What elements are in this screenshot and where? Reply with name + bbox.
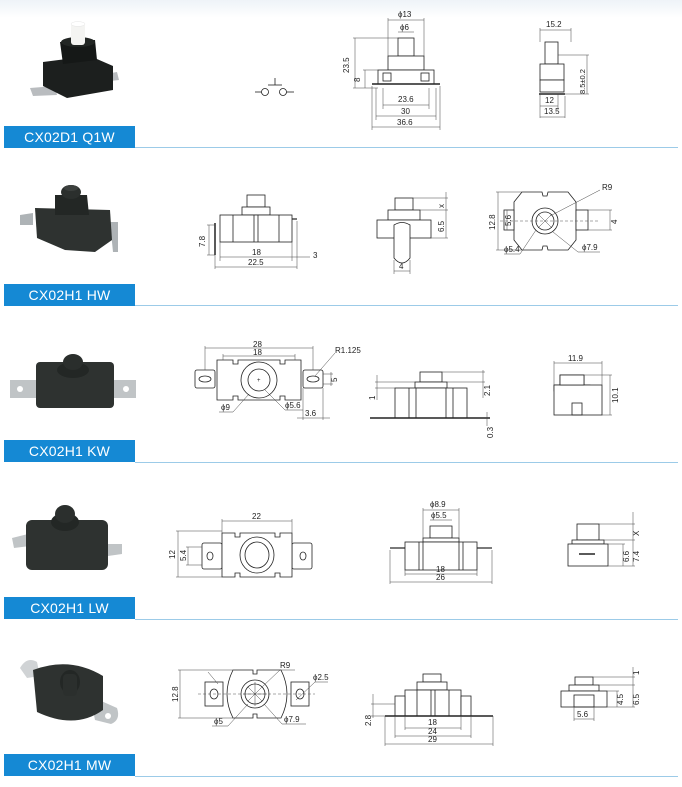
dim-12-8: 12.8 — [171, 686, 180, 702]
section-divider — [135, 776, 678, 777]
dim-1: 1 — [632, 670, 641, 675]
dim-r9: R9 — [602, 183, 613, 192]
dim-12: 12 — [545, 96, 554, 105]
normally-open-switch-symbol-icon — [255, 78, 294, 96]
dim-5: 5 — [330, 377, 339, 382]
front-view-drawing: 2.8 18 24 29 — [364, 673, 494, 746]
dim-22-5: 22.5 — [248, 258, 264, 267]
section-divider — [135, 462, 678, 463]
dim-2-1: 2.1 — [483, 384, 492, 396]
dim-phi7-9: ϕ7.9 — [284, 715, 300, 724]
dim-4: 4 — [610, 219, 619, 224]
section-divider — [135, 305, 678, 306]
dim-23-5: 23.5 — [342, 57, 351, 73]
dim-6-6: 6.6 — [622, 550, 631, 562]
dim-2-8: 2.8 — [364, 714, 373, 726]
dim-phi2-5: ϕ2.5 — [313, 673, 329, 682]
product-section-cx02h1-lw: 22 12 5.4 ϕ8.9 ϕ5.5 18 26 X — [0, 470, 682, 628]
dim-10-1: 10.1 — [611, 387, 620, 403]
dim-12-8: 12.8 — [488, 214, 497, 230]
side-view-drawing: 15.2 8.5±0.2 12 13.5 — [539, 20, 589, 118]
model-label: CX02H1 HW — [4, 284, 135, 306]
dim-4-5: 4.5 — [616, 693, 625, 705]
dim-1: 1 — [368, 395, 377, 400]
dim-7-8: 7.8 — [198, 235, 207, 247]
dim-15-2: 15.2 — [546, 20, 562, 29]
dim-8: 8 — [353, 77, 362, 82]
dim-4: 4 — [399, 262, 404, 271]
push-switch-photo-tabs-icon — [12, 505, 122, 570]
push-switch-photo-white-plunger-icon — [30, 21, 119, 98]
dim-18: 18 — [253, 348, 262, 357]
dim-8-5: 8.5±0.2 — [578, 69, 587, 94]
dim-phi9: ϕ9 — [221, 403, 230, 412]
product-section-cx02h1-kw: + 28 18 R1.125 5 ϕ9 ϕ5.6 3.6 1 2.1 0.3 — [0, 310, 682, 470]
top-view-drawing: + 28 18 R1.125 5 ϕ9 ϕ5.6 3.6 — [194, 340, 361, 420]
product-section-cx02d1-q1w: ϕ13 ϕ6 23.5 8 23.6 30 36.6 15.2 8.5±0.2 … — [0, 0, 682, 155]
dim-18: 18 — [252, 248, 261, 257]
push-switch-photo-black-icon — [20, 185, 118, 252]
dim-22: 22 — [252, 512, 261, 521]
dim-0-3: 0.3 — [486, 426, 495, 438]
dim-5-6: 5.6 — [504, 214, 513, 226]
product-section-cx02h1-hw: 7.8 18 3 22.5 x 6.5 4 12.8 5.6 — [0, 160, 682, 310]
dim-3: 3 — [313, 251, 318, 260]
dim-phi7-9: ϕ7.9 — [582, 243, 598, 252]
product-section-cx02h1-mw: 12.8 R9 ϕ2.5 ϕ5 ϕ7.9 2.8 18 24 29 — [0, 630, 682, 787]
top-view-drawing: 12.8 R9 ϕ2.5 ϕ5 ϕ7.9 — [171, 661, 329, 727]
dim-x: x — [437, 204, 446, 208]
dim-phi8-9: ϕ8.9 — [430, 500, 446, 509]
push-switch-photo-tabs-icon — [10, 354, 136, 408]
dim-phi5-5: ϕ5.5 — [431, 511, 447, 520]
dim-24: 24 — [428, 727, 437, 736]
section-divider — [135, 619, 678, 620]
top-view-drawing: 22 12 5.4 — [168, 512, 313, 578]
dim-phi13: ϕ13 — [398, 10, 412, 19]
push-switch-photo-round-tabs-icon — [20, 660, 119, 724]
front-view-drawing: ϕ8.9 ϕ5.5 18 26 — [389, 500, 493, 584]
dim-13-5: 13.5 — [544, 107, 560, 116]
dim-30: 30 — [401, 107, 410, 116]
dim-12: 12 — [168, 550, 177, 559]
dim-phi5-4: ϕ5.4 — [504, 245, 520, 254]
top-fade — [0, 0, 682, 18]
dim-x: X — [632, 530, 641, 536]
dim-18: 18 — [436, 565, 445, 574]
dim-5-4: 5.4 — [179, 549, 188, 561]
dim-7-4: 7.4 — [632, 550, 641, 562]
front-view-drawing: ϕ13 ϕ6 23.5 8 23.6 30 36.6 — [342, 10, 441, 130]
model-label: CX02H1 KW — [4, 440, 135, 462]
dim-36-6: 36.6 — [397, 118, 413, 127]
side-view-drawing: x 6.5 4 — [376, 192, 448, 274]
dim-6-5: 6.5 — [437, 220, 446, 232]
model-label: CX02D1 Q1W — [4, 126, 135, 148]
side-view-drawing: 1 6.5 4.5 5.6 — [560, 667, 641, 721]
dim-23-6: 23.6 — [398, 95, 414, 104]
center-mark: + — [257, 378, 261, 384]
model-label: CX02H1 MW — [4, 754, 135, 776]
dim-26: 26 — [436, 573, 445, 582]
dim-phi5: ϕ5 — [214, 717, 223, 726]
top-view-drawing: 12.8 5.6 4 R9 ϕ5.4 ϕ7.9 — [488, 183, 619, 255]
dim-29: 29 — [428, 735, 437, 744]
dim-3-6: 3.6 — [305, 409, 317, 418]
side-view-drawing: X 6.6 7.4 — [567, 512, 641, 567]
front-view-drawing: 7.8 18 3 22.5 — [198, 194, 318, 269]
dim-18: 18 — [428, 718, 437, 727]
dim-11-9: 11.9 — [568, 354, 584, 363]
section-divider — [135, 147, 678, 148]
side-view-drawing: 11.9 10.1 — [553, 354, 620, 416]
dim-r9: R9 — [280, 661, 291, 670]
dim-28: 28 — [253, 340, 262, 349]
front-view-drawing: 1 2.1 0.3 — [368, 370, 495, 438]
dim-r1-125: R1.125 — [335, 346, 361, 355]
dim-5-6: 5.6 — [577, 710, 589, 719]
dim-6-5: 6.5 — [632, 693, 641, 705]
dim-phi5-6: ϕ5.6 — [285, 401, 301, 410]
model-label: CX02H1 LW — [4, 597, 135, 619]
dim-phi6: ϕ6 — [400, 23, 409, 32]
